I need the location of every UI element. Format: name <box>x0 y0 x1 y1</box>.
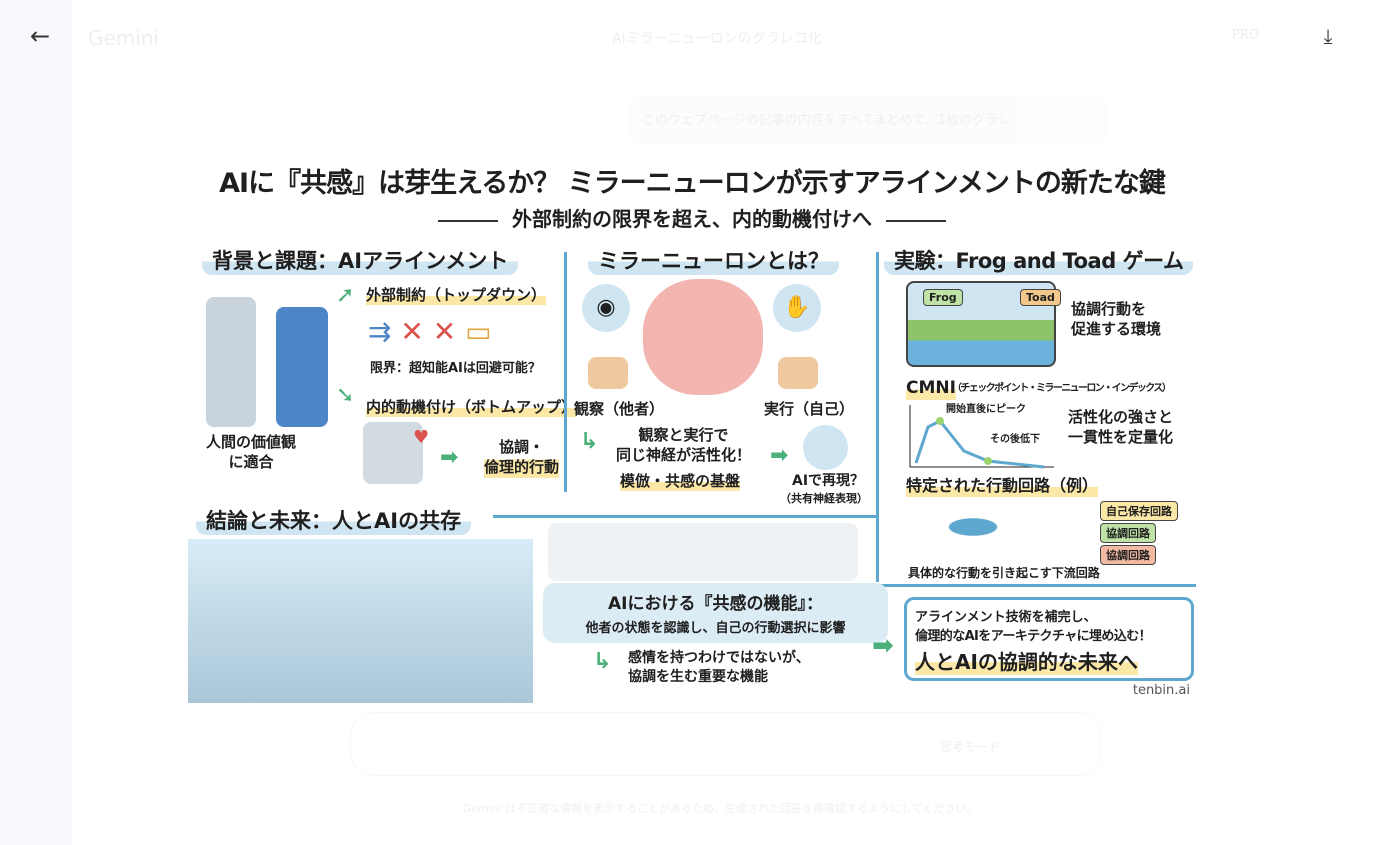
divider <box>876 252 879 582</box>
disclaimer: Gemini は不正確な情報を表示することがあるため、生成された回答を再確認する… <box>462 802 978 815</box>
brain-illustration <box>643 279 763 395</box>
downstream-text: 具体的な行動を引き起こす下流回路 <box>908 566 1100 580</box>
arrow-icon: ↳ <box>580 429 599 454</box>
back-button[interactable]: ← <box>20 20 60 52</box>
arrow-left-icon: ← <box>29 22 51 50</box>
eye-icon: ◉ <box>582 284 630 332</box>
plan-badge: PRO <box>1232 28 1260 43</box>
final-line-3: 人とAIの協調的な未来へ <box>915 646 1138 675</box>
final-message-box: アラインメント技術を補完し、 倫理的なAIをアーキテクチャに埋め込む！ 人とAI… <box>904 597 1194 681</box>
team-illustration <box>548 523 858 581</box>
mirror-heading: ミラーニューロンとは？ <box>588 245 839 275</box>
note-text: 感情を持つわけではないが、 協調を生む重要な機能 <box>628 650 810 685</box>
heart-icon: ♥ <box>413 427 430 448</box>
human-values: 人間の価値観 に適合 <box>206 433 297 472</box>
circuit-cooperation: 協調回路 <box>1100 523 1156 543</box>
ai-head-icon <box>803 425 848 470</box>
empathy-title: AIにおける『共感の機能』： <box>608 594 823 614</box>
empathy-bubble: AIにおける『共感の機能』： 他者の状態を認識し、自己の行動選択に影響 <box>543 583 888 643</box>
app-name: Gemini <box>88 26 160 50</box>
arrow-icon: ➘ <box>336 383 355 408</box>
hand-grab-illustration <box>588 357 628 389</box>
chat-input <box>350 712 1100 776</box>
environment-text: 協調行動を 促進する環境 <box>1071 300 1162 339</box>
internal-motivation: 内的動機付け（ボトムアップ） <box>366 397 577 418</box>
divider <box>564 252 567 492</box>
mode-selector: 思考モード <box>940 740 1001 754</box>
empathy-desc: 他者の状態を認識し、自己の行動選択に影響 <box>585 621 846 636</box>
prompt-preview: このウェブページの記事の内容をすべてまとめて、1枚のグラレ <box>628 95 1108 145</box>
background-heading: 背景と課題：AIアラインメント <box>202 245 519 275</box>
observe-label: 観察（他者） <box>574 400 665 418</box>
quantify-text: 活性化の強さと 一貫性を定量化 <box>1068 408 1174 447</box>
peak-label: 開始直後にピーク <box>946 404 1026 415</box>
circuits-heading: 特定された行動回路（例） <box>906 475 1099 497</box>
divider <box>493 515 878 518</box>
chat-title: AIミラーニューロンのグラレコ化 <box>612 31 822 47</box>
credit: tenbin.ai <box>1132 683 1190 698</box>
arrow-icon: ➚ <box>336 283 355 308</box>
hand-icon: ✋ <box>773 284 821 332</box>
execute-label: 実行（自己） <box>764 400 855 418</box>
arrow-icon: ↳ <box>593 649 612 674</box>
infographic-title: AIに『共感』は芽生えるか？ ミラーニューロンが示すアラインメントの新たな鍵 <box>219 168 1166 199</box>
same-neurons: 観察と実行で 同じ神経が活性化！ <box>616 426 752 465</box>
circuit-self-preservation: 自己保存回路 <box>1100 501 1178 521</box>
cmni-chart <box>909 405 1054 469</box>
cmni-line <box>914 419 1045 469</box>
experiment-heading: 実験：Frog and Toad ゲーム <box>884 245 1194 275</box>
hand-grab-illustration <box>778 357 818 389</box>
robot-heart-illustration <box>363 422 423 484</box>
download-button[interactable]: ⤓ <box>1310 20 1346 52</box>
final-line-2: 倫理的なAIをアーキテクチャに埋め込む！ <box>915 629 1152 644</box>
divider <box>878 584 1196 587</box>
external-constraint: 外部制約（トップダウン） <box>366 285 547 306</box>
circuit-cooperation-2: 協調回路 <box>1100 545 1156 565</box>
cooperative-behavior: 協調・ 倫理的行動 <box>484 437 560 478</box>
person-illustration <box>276 307 328 427</box>
decline-label: その後低下 <box>990 434 1040 445</box>
arrow-icon: ➡ <box>440 445 459 470</box>
limit-text: 限界：超知能AIは回避可能？ <box>370 361 541 376</box>
arrow-icon: ➡ <box>770 443 789 468</box>
cmni-full: （チェックポイント・ミラーニューロン・インデックス） <box>952 383 1172 394</box>
download-icon: ⤓ <box>1323 24 1333 48</box>
infographic-image: AIに『共感』は芽生えるか？ ミラーニューロンが示すアラインメントの新たな鍵 外… <box>188 147 1196 703</box>
infographic-subtitle: 外部制約の限界を超え、内的動機付けへ <box>188 203 1196 232</box>
shared-representation: （共有神経表現） <box>780 492 868 505</box>
empathy-basis: 模倣・共感の基盤 <box>620 471 741 492</box>
neuron-illustration <box>918 507 1028 547</box>
peak-point <box>936 417 944 425</box>
ai-reproduce: AIで再現？ <box>792 473 865 489</box>
robot-illustration <box>206 297 256 427</box>
city-people-robots-illustration <box>188 539 533 703</box>
subtitle-text: 外部制約の限界を超え、内的動機付けへ <box>512 207 872 231</box>
final-line-1: アラインメント技術を補完し、 <box>915 610 1097 625</box>
arrow-icon: ➡ <box>872 631 894 661</box>
sidebar-faded <box>0 0 72 845</box>
cmni-label: CMNI <box>906 377 956 400</box>
frog-tag: Frog <box>923 289 963 306</box>
chart-axes <box>909 405 1054 468</box>
blocked-robot-illustration: ⇉ ✕ ✕ ▭ <box>368 315 492 348</box>
conclusion-heading: 結論と未来：人とAIの共存 <box>196 505 472 535</box>
decline-point <box>984 457 992 465</box>
toad-tag: Toad <box>1020 289 1061 306</box>
